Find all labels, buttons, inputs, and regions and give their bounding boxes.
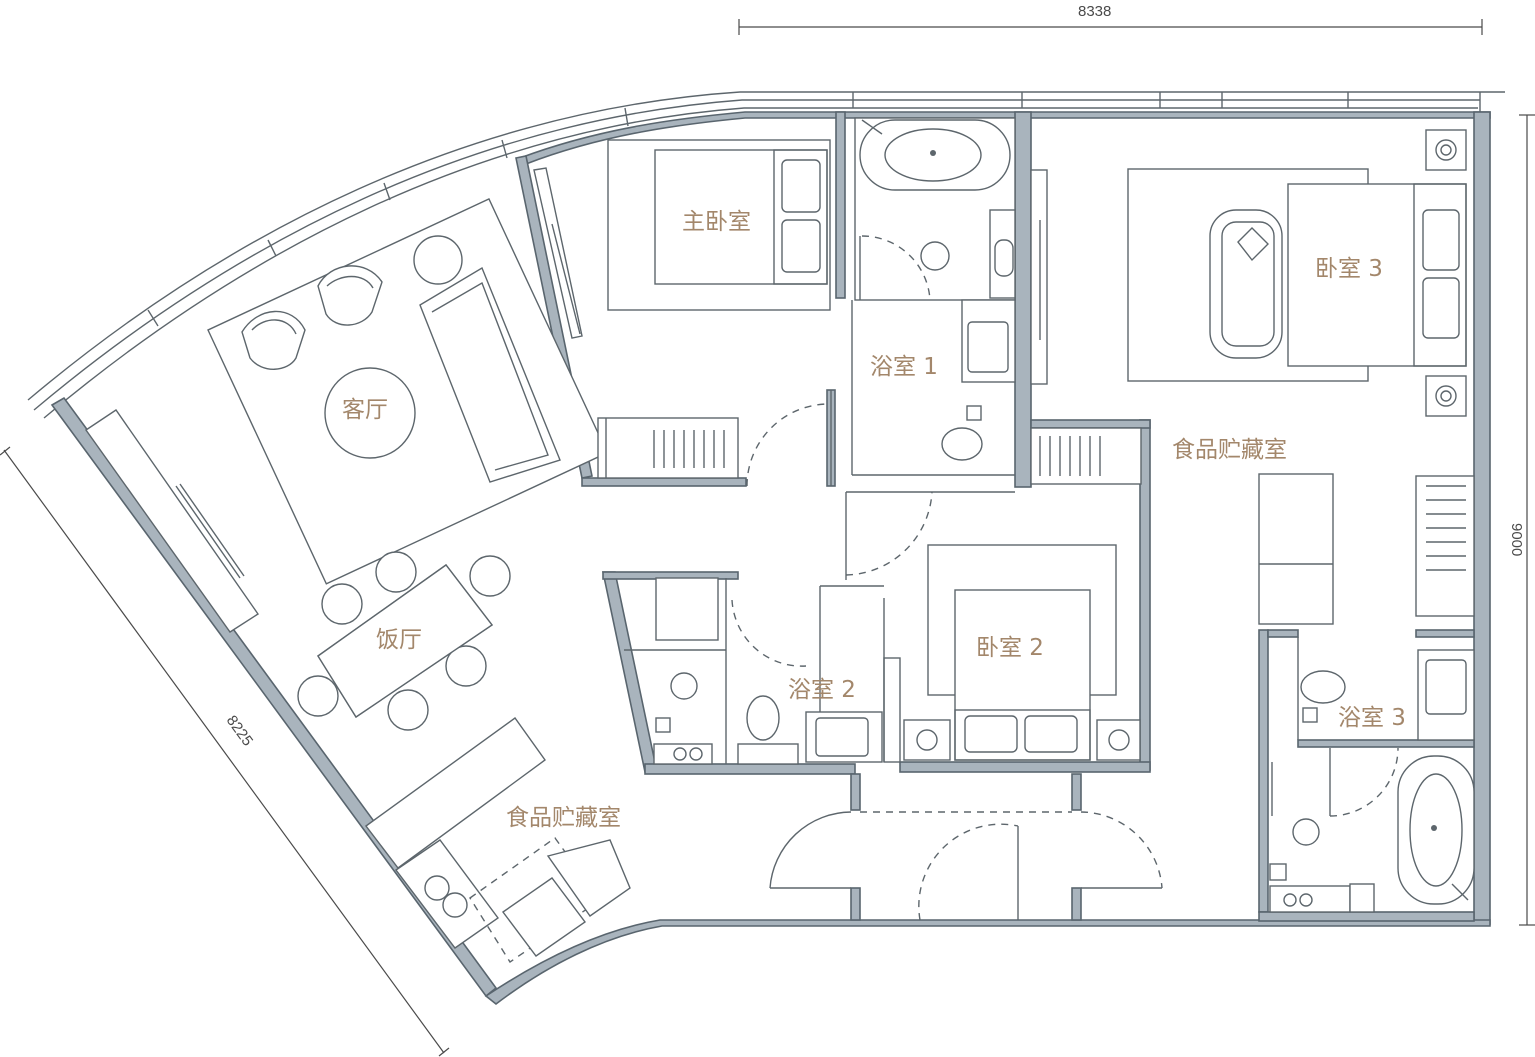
bath3-label: 浴室 3 [1338, 705, 1406, 731]
pillow [781, 159, 821, 213]
bedroom3-desk [1030, 169, 1048, 385]
armchair-1 [241, 310, 306, 370]
pillow [1422, 277, 1460, 339]
toilet-1 [941, 427, 983, 461]
master-window-seat [533, 167, 583, 339]
dimension-top-label: 8338 [1078, 3, 1111, 20]
basin-1 [967, 321, 1009, 373]
dining-chair [445, 645, 487, 687]
pillow [1422, 209, 1460, 271]
bathroom-3: 浴室 3 [1269, 637, 1475, 913]
master-bedroom-label: 主卧室 [682, 209, 751, 235]
bathroom-1: 浴室 1 [851, 117, 1016, 476]
pantry-left-label: 食品贮藏室 [506, 805, 621, 831]
toilet-2 [746, 695, 780, 741]
dimension-right: 9000 [1508, 114, 1535, 926]
master-wardrobe [597, 417, 739, 479]
floor-drain [920, 241, 950, 271]
pillow [964, 715, 1018, 753]
hob-burner [442, 892, 468, 918]
vanity-2 [653, 743, 713, 765]
bathroom-2: 浴室 2 [624, 577, 884, 765]
dining-chair [321, 583, 363, 625]
corridor-doors [746, 390, 1015, 580]
master-bedroom: 主卧室 [533, 139, 831, 479]
coffee-table [324, 367, 416, 459]
dining-chair [387, 689, 429, 731]
bedroom3-label: 卧室 3 [1315, 256, 1383, 282]
basin-2 [815, 717, 869, 757]
pillow [1024, 715, 1078, 753]
entry-doors [769, 811, 1163, 921]
living-room-label: 客厅 [342, 397, 388, 423]
dimension-top: 8338 [738, 3, 1483, 35]
floor-drain [1292, 818, 1320, 846]
armchair-bedroom3 [1209, 209, 1283, 359]
tv-cabinet [85, 409, 259, 633]
vanity-3 [1269, 885, 1351, 913]
bath1-label: 浴室 1 [870, 354, 938, 380]
floor-drain [670, 672, 698, 700]
dimension-right-label: 9000 [1508, 523, 1525, 556]
pantry-left: 食品贮藏室 [365, 717, 631, 963]
dining-chair [297, 675, 339, 717]
dining-label: 饭厅 [376, 627, 422, 653]
dimension-left-label: 8225 [223, 712, 256, 749]
bedroom-2: 卧室 2 [883, 544, 1141, 763]
toilet-3 [1300, 670, 1346, 704]
bedroom2-label: 卧室 2 [976, 635, 1044, 661]
dining-chair [469, 555, 511, 597]
shower-2 [655, 577, 719, 641]
bedroom2-wardrobe [883, 657, 901, 763]
armchair-2 [317, 265, 383, 326]
dining-chair [375, 551, 417, 593]
side-table [413, 235, 463, 285]
sofa [419, 266, 561, 483]
basin-3 [1425, 659, 1467, 715]
kitchen-sink [502, 877, 586, 957]
pillow [781, 219, 821, 273]
hob-burner [424, 875, 450, 901]
dining-area: 饭厅 [297, 551, 511, 731]
bath2-label: 浴室 2 [788, 677, 856, 703]
fridge [546, 839, 631, 917]
pantry-right: 食品贮藏室 [1030, 427, 1475, 625]
living-room: 客厅 [85, 198, 609, 633]
pantry-right-label: 食品贮藏室 [1172, 437, 1287, 463]
bedroom-3: 卧室 3 [1030, 129, 1467, 417]
exterior-glazing [27, 91, 1505, 419]
